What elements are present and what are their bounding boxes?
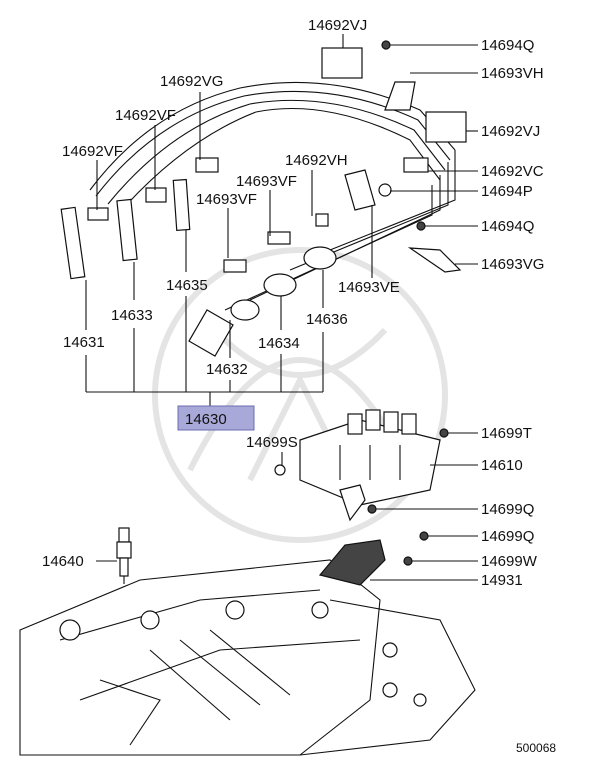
- label-14692VJ-top[interactable]: 14692VJ: [308, 17, 367, 34]
- label-14699W[interactable]: 14699W: [481, 553, 538, 570]
- label-14692VF-left[interactable]: 14692VF: [62, 143, 123, 160]
- label-14692VF-mid[interactable]: 14692VF: [115, 107, 176, 124]
- label-14693VE[interactable]: 14693VE: [338, 279, 400, 296]
- label-14694Q-mid[interactable]: 14694Q: [481, 218, 534, 235]
- label-14633[interactable]: 14633: [111, 307, 153, 324]
- label-14692VH[interactable]: 14692VH: [285, 152, 348, 169]
- footer-code: 500068: [516, 741, 556, 755]
- label-14699Q-upper[interactable]: 14699Q: [481, 501, 534, 518]
- label-14699Q-lower[interactable]: 14699Q: [481, 528, 534, 545]
- part-labels: 14692VJ 14694Q 14693VH 14692VG 14692VF 1…: [42, 17, 556, 755]
- engine-block-drawing: [19, 559, 476, 756]
- label-14634[interactable]: 14634: [258, 335, 300, 352]
- label-14632[interactable]: 14632: [206, 361, 248, 378]
- label-14636[interactable]: 14636: [306, 311, 348, 328]
- label-14635[interactable]: 14635: [166, 277, 208, 294]
- label-14693VH[interactable]: 14693VH: [481, 65, 544, 82]
- label-14692VC[interactable]: 14692VC: [481, 163, 544, 180]
- label-14693VF-lower[interactable]: 14693VF: [196, 191, 257, 208]
- label-14931[interactable]: 14931: [481, 572, 523, 589]
- leader-lines: [85, 34, 478, 581]
- highlight-14630: [177, 405, 255, 431]
- label-14630[interactable]: 14630: [185, 411, 227, 428]
- spark-plug-drawing: [116, 527, 132, 584]
- label-14694Q-top[interactable]: 14694Q: [481, 37, 534, 54]
- label-14610[interactable]: 14610: [481, 457, 523, 474]
- label-14631[interactable]: 14631: [63, 334, 105, 351]
- spark-plug-wires-drawing: [60, 40, 467, 357]
- label-14692VG[interactable]: 14692VG: [160, 73, 223, 90]
- label-14699S[interactable]: 14699S: [246, 434, 298, 451]
- ignition-coil-drawing: [274, 409, 449, 586]
- label-14692VJ-right[interactable]: 14692VJ: [481, 123, 540, 140]
- label-14694P[interactable]: 14694P: [481, 183, 533, 200]
- label-14699T[interactable]: 14699T: [481, 425, 532, 442]
- label-14693VG[interactable]: 14693VG: [481, 256, 544, 273]
- label-14640[interactable]: 14640: [42, 553, 84, 570]
- label-14693VF-upper[interactable]: 14693VF: [236, 173, 297, 190]
